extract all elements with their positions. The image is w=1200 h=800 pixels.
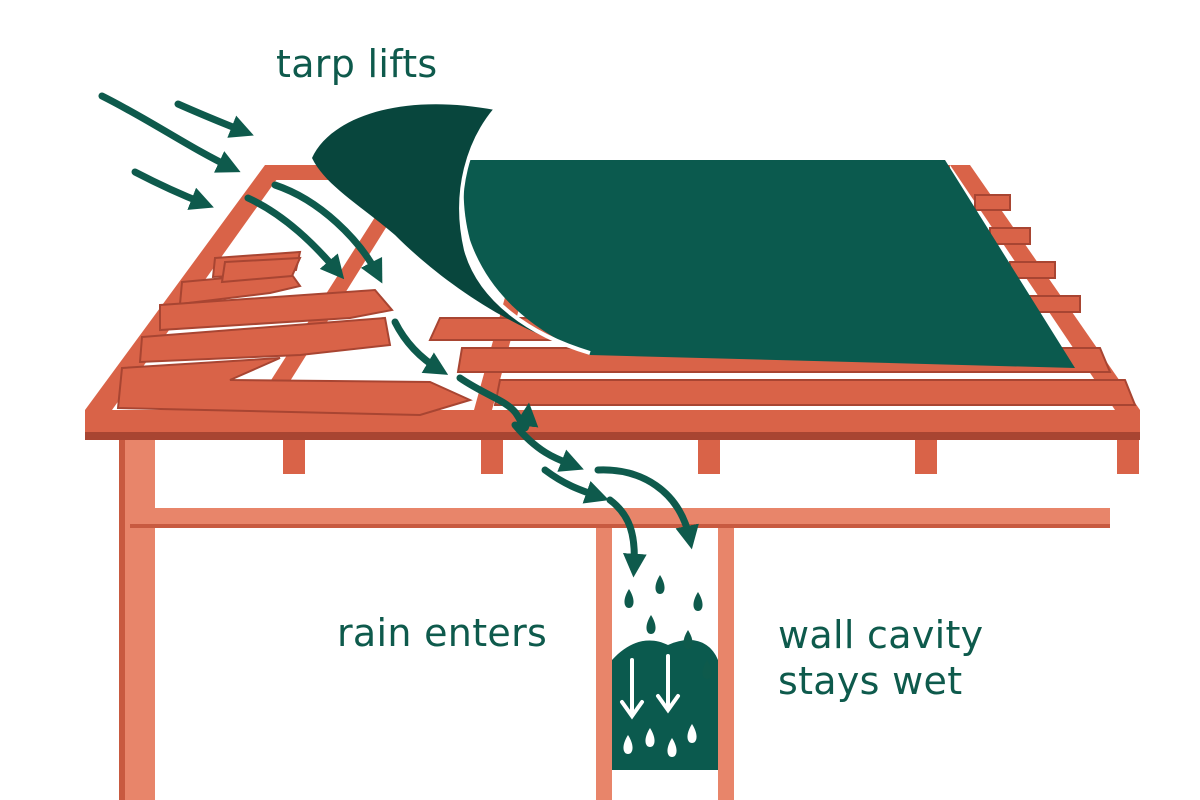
rain-enters-label: rain enters (337, 611, 548, 655)
water-drop-icon (702, 660, 712, 679)
water-drop-icon (655, 575, 665, 594)
top-plate-edge (130, 524, 1110, 528)
wall-cavity-label-line-2: stays wet (778, 659, 963, 703)
water-drops-in-pool (623, 724, 697, 757)
water-drop-icon (693, 592, 703, 611)
rafter-tail-2 (481, 440, 503, 474)
rafter-tail-1 (283, 440, 305, 474)
rafter-tail-4 (915, 440, 937, 474)
wind-arrow-icon (98, 92, 241, 173)
water-flow-arrow-icon (391, 318, 449, 375)
top-plate (130, 508, 1110, 528)
broken-sheathing-boards (116, 250, 473, 417)
water-drop-icon (645, 728, 655, 747)
water-flow-arrow-icon (456, 374, 539, 432)
board-4 (138, 316, 392, 364)
water-drops (624, 575, 712, 679)
water-drop-icon (667, 738, 677, 757)
wind-arrows (98, 92, 383, 284)
water-flow-arrow-icon (541, 466, 609, 504)
wind-arrow-icon (131, 168, 214, 210)
tarp (312, 104, 1075, 368)
wall-cavity-right-stud (718, 528, 734, 800)
fascia-shadow (85, 432, 1140, 440)
water-flow-arrow-icon (594, 466, 699, 550)
wet-wall-cavity (612, 575, 718, 770)
rafter-tail-3 (698, 440, 720, 474)
water-flow-arrow-icon (606, 496, 647, 578)
pool-arrows (620, 654, 680, 720)
wall-cavity-label: wall cavity stays wet (778, 612, 983, 704)
tarp-lifted-flap (312, 104, 590, 353)
water-flow-arrows (391, 318, 699, 578)
tarp-lifts-label: tarp lifts (276, 42, 438, 86)
wind-arrow-icon (271, 181, 383, 284)
water-drop-icon (646, 615, 656, 634)
tarp-flat-section (463, 160, 1075, 368)
wind-arrow-icon (174, 100, 254, 138)
wall-cavity-label-line-1: wall cavity (778, 613, 984, 657)
wall-cavity-left-stud (596, 528, 612, 800)
water-flow-arrow-icon (511, 421, 584, 472)
water-drop-icon (623, 735, 633, 754)
left-post-edge (119, 440, 125, 800)
water-drop-icon (687, 724, 697, 743)
board-r4 (974, 194, 1011, 211)
water-drop-icon (624, 589, 634, 608)
tarp-fold-highlight (459, 108, 591, 355)
board-6 (220, 256, 302, 284)
wind-arrow-icon (244, 194, 345, 280)
board-5 (116, 357, 473, 417)
water-drop-icon (683, 630, 693, 649)
board-3 (159, 288, 394, 332)
board-r3 (493, 379, 1137, 406)
rafter-tail-5 (1117, 440, 1139, 474)
